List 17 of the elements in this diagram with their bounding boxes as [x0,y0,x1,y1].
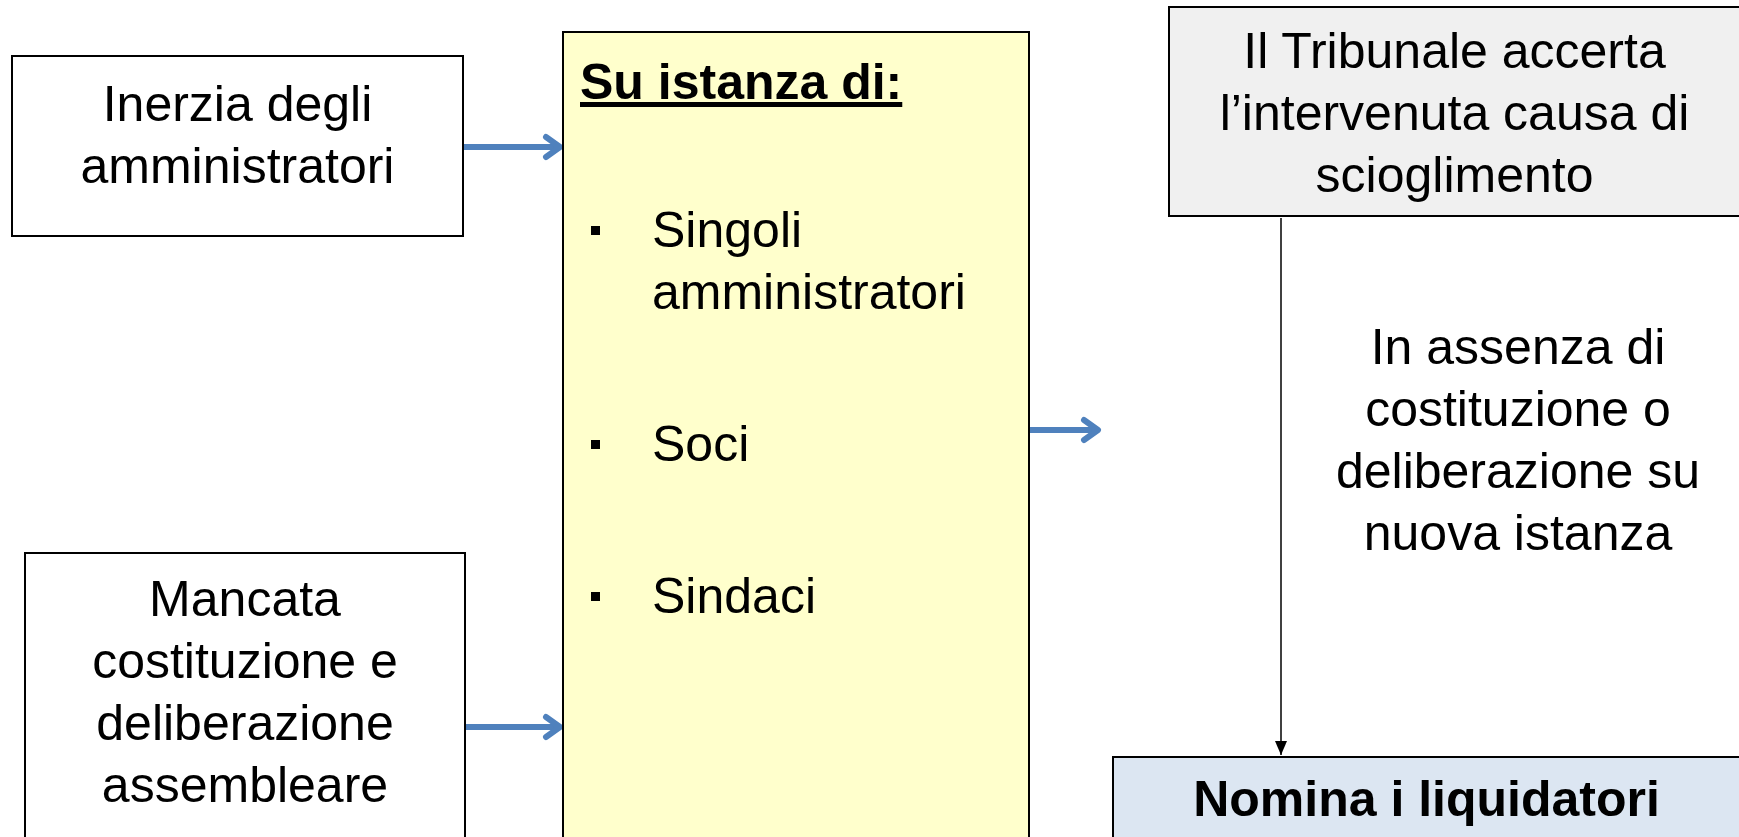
result-box [1112,756,1739,837]
arrow [466,714,563,740]
process-box [24,552,466,837]
box-text: Mancata costituzione e deliberazione assembleare [91,570,399,815]
process-box [1168,6,1739,217]
list-panel [562,31,1030,837]
list-heading: Su istanza di: [580,53,903,112]
list-item: Sindaci [652,567,816,626]
list-item: Singoli amministratori [652,201,967,322]
box-text: Inerzia degli amministratori [79,75,396,196]
arrow [464,134,563,160]
arrow [1030,417,1101,443]
box-text: Nomina i liquidatori [1193,770,1660,829]
arrow [1275,217,1287,756]
box-text: Il Tribunale accerta l’intervenuta causa di scioglimento [1218,22,1691,205]
process-box [11,55,464,237]
list-item: Soci [652,415,750,474]
